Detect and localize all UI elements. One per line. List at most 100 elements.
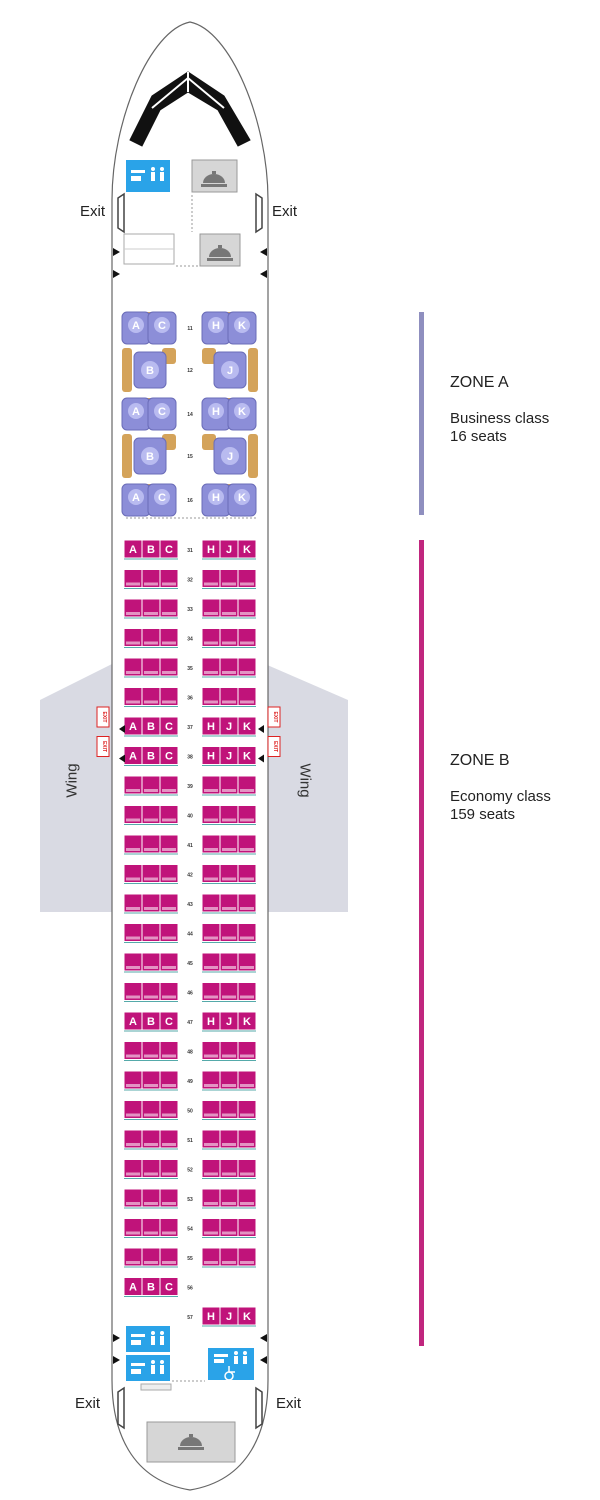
seat-39J[interactable]: [219, 775, 239, 795]
seat-56B[interactable]: B: [141, 1277, 161, 1296]
seat-42H[interactable]: [201, 864, 221, 883]
seat-51C[interactable]: [159, 1129, 179, 1149]
seat-41C[interactable]: [159, 834, 179, 854]
seat-32H[interactable]: [201, 569, 221, 588]
seat-36A[interactable]: [123, 687, 143, 706]
seat-50H[interactable]: [201, 1100, 221, 1119]
seat-12J[interactable]: J: [213, 351, 247, 389]
seat-45C[interactable]: [159, 952, 179, 972]
seat-11K[interactable]: K: [227, 311, 257, 345]
seat-43K[interactable]: [237, 893, 257, 913]
seat-12B[interactable]: B: [133, 351, 167, 389]
seat-16C[interactable]: C: [147, 483, 177, 517]
seat-46B[interactable]: [141, 982, 161, 1001]
seat-33H[interactable]: [201, 598, 221, 618]
seat-49K[interactable]: [237, 1070, 257, 1090]
seat-47H[interactable]: H: [201, 1011, 221, 1031]
seat-34H[interactable]: [201, 628, 221, 647]
seat-48K[interactable]: [237, 1041, 257, 1060]
seat-38C[interactable]: C: [159, 746, 179, 765]
seat-54A[interactable]: [123, 1218, 143, 1237]
seat-35H[interactable]: [201, 657, 221, 677]
seat-51J[interactable]: [219, 1129, 239, 1149]
seat-42B[interactable]: [141, 864, 161, 883]
seat-16A[interactable]: A: [121, 483, 151, 517]
seat-47A[interactable]: A: [123, 1011, 143, 1031]
seat-42C[interactable]: [159, 864, 179, 883]
seat-52K[interactable]: [237, 1159, 257, 1178]
seat-51B[interactable]: [141, 1129, 161, 1149]
seat-36C[interactable]: [159, 687, 179, 706]
seat-45H[interactable]: [201, 952, 221, 972]
seat-49H[interactable]: [201, 1070, 221, 1090]
seat-57K[interactable]: K: [237, 1306, 257, 1326]
seat-31K[interactable]: K: [237, 539, 257, 559]
seat-53C[interactable]: [159, 1188, 179, 1208]
seat-43B[interactable]: [141, 893, 161, 913]
seat-44C[interactable]: [159, 923, 179, 942]
seat-40C[interactable]: [159, 805, 179, 824]
seat-31H[interactable]: H: [201, 539, 221, 559]
seat-34B[interactable]: [141, 628, 161, 647]
seat-37B[interactable]: B: [141, 716, 161, 736]
seat-45K[interactable]: [237, 952, 257, 972]
seat-40B[interactable]: [141, 805, 161, 824]
seat-54K[interactable]: [237, 1218, 257, 1237]
seat-41B[interactable]: [141, 834, 161, 854]
seat-45A[interactable]: [123, 952, 143, 972]
seat-51A[interactable]: [123, 1129, 143, 1149]
seat-48J[interactable]: [219, 1041, 239, 1060]
seat-42J[interactable]: [219, 864, 239, 883]
seat-56C[interactable]: C: [159, 1277, 179, 1296]
seat-35C[interactable]: [159, 657, 179, 677]
seat-38H[interactable]: H: [201, 746, 221, 765]
seat-47K[interactable]: K: [237, 1011, 257, 1031]
seat-48A[interactable]: [123, 1041, 143, 1060]
seat-39K[interactable]: [237, 775, 257, 795]
seat-54B[interactable]: [141, 1218, 161, 1237]
seat-45B[interactable]: [141, 952, 161, 972]
seat-43H[interactable]: [201, 893, 221, 913]
seat-42A[interactable]: [123, 864, 143, 883]
seat-36H[interactable]: [201, 687, 221, 706]
seat-45J[interactable]: [219, 952, 239, 972]
seat-49J[interactable]: [219, 1070, 239, 1090]
seat-55J[interactable]: [219, 1247, 239, 1267]
seat-11A[interactable]: A: [121, 311, 151, 345]
seat-34A[interactable]: [123, 628, 143, 647]
seat-38K[interactable]: K: [237, 746, 257, 765]
seat-55B[interactable]: [141, 1247, 161, 1267]
seat-42K[interactable]: [237, 864, 257, 883]
seat-53H[interactable]: [201, 1188, 221, 1208]
seat-51H[interactable]: [201, 1129, 221, 1149]
seat-43J[interactable]: [219, 893, 239, 913]
seat-31J[interactable]: J: [219, 539, 239, 559]
seat-39C[interactable]: [159, 775, 179, 795]
seat-39B[interactable]: [141, 775, 161, 795]
seat-44A[interactable]: [123, 923, 143, 942]
seat-46K[interactable]: [237, 982, 257, 1001]
seat-41J[interactable]: [219, 834, 239, 854]
seat-11H[interactable]: H: [201, 311, 231, 345]
seat-53J[interactable]: [219, 1188, 239, 1208]
seat-52C[interactable]: [159, 1159, 179, 1178]
seat-15B[interactable]: B: [133, 437, 167, 475]
seat-52B[interactable]: [141, 1159, 161, 1178]
seat-34J[interactable]: [219, 628, 239, 647]
seat-40A[interactable]: [123, 805, 143, 824]
seat-51K[interactable]: [237, 1129, 257, 1149]
seat-52J[interactable]: [219, 1159, 239, 1178]
seat-35J[interactable]: [219, 657, 239, 677]
seat-49C[interactable]: [159, 1070, 179, 1090]
seat-32A[interactable]: [123, 569, 143, 588]
seat-44B[interactable]: [141, 923, 161, 942]
seat-47B[interactable]: B: [141, 1011, 161, 1031]
seat-32K[interactable]: [237, 569, 257, 588]
seat-48H[interactable]: [201, 1041, 221, 1060]
seat-38B[interactable]: B: [141, 746, 161, 765]
seat-43A[interactable]: [123, 893, 143, 913]
seat-38A[interactable]: A: [123, 746, 143, 765]
seat-35A[interactable]: [123, 657, 143, 677]
seat-46C[interactable]: [159, 982, 179, 1001]
seat-14H[interactable]: H: [201, 397, 231, 431]
